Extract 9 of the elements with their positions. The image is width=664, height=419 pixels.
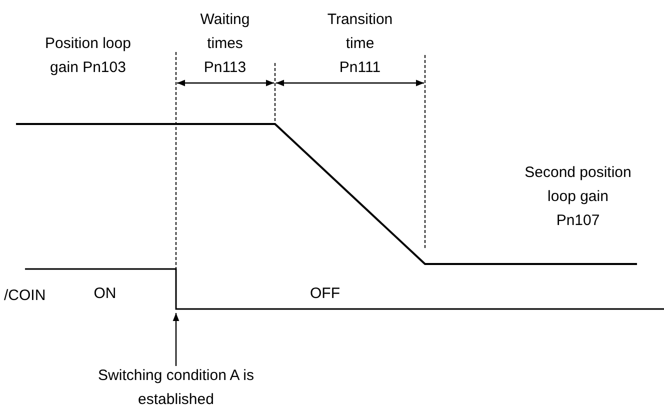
signal-name: /COIN xyxy=(4,286,47,306)
text-label: Transition time Pn111 xyxy=(327,10,393,78)
text-label: Position loop gain Pn103 xyxy=(44,34,132,78)
text-label: Second position loop gain Pn107 xyxy=(524,163,632,231)
state-label: ON xyxy=(92,284,118,304)
text-label: Waiting times Pn113 xyxy=(200,10,250,78)
leader-line xyxy=(172,313,180,366)
note-text: Switching condition A is established xyxy=(96,364,256,412)
state-label: OFF xyxy=(309,284,341,304)
